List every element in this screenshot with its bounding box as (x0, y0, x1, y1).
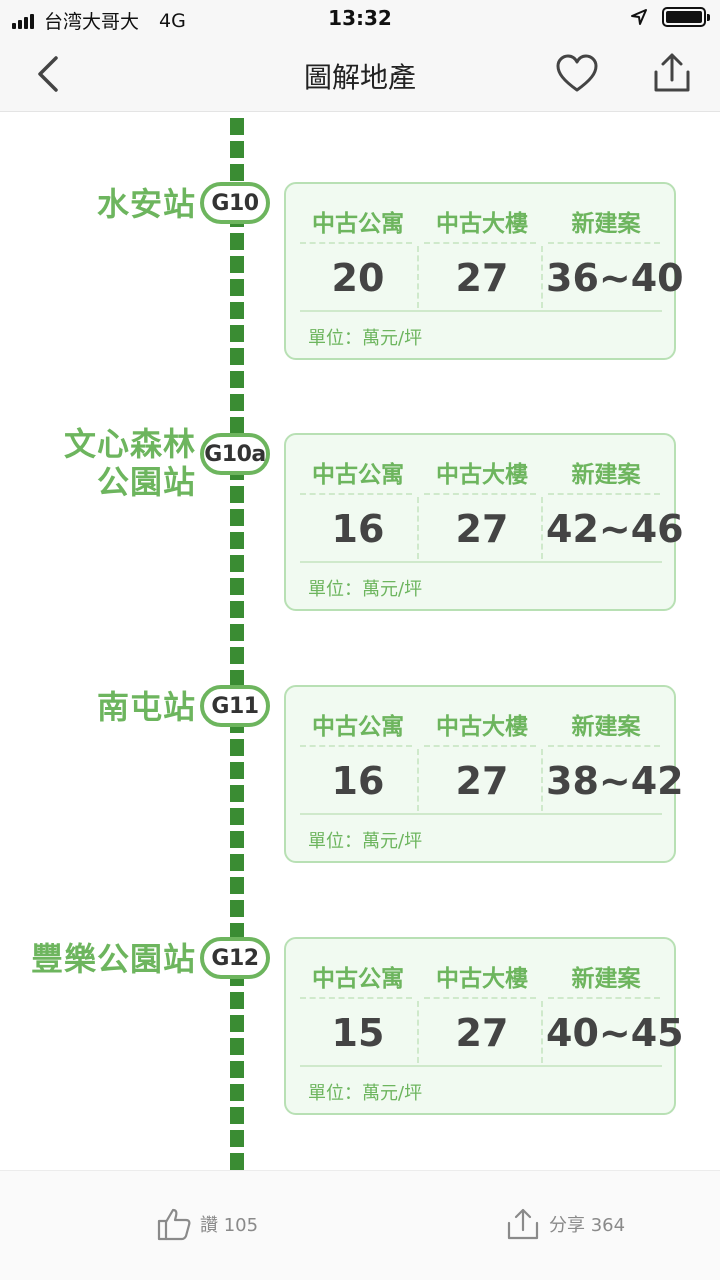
infographic: 水安站 G10 中古公寓 20 中古大樓 27 新建案 36~40 單位：萬元/… (0, 112, 720, 1170)
divider (548, 493, 660, 495)
divider (548, 997, 660, 999)
station-name: 文心森林 公園站 (63, 425, 196, 501)
station-block: 豐樂公園站 G12 中古公寓 15 中古大樓 27 新建案 40~45 單位：萬… (0, 937, 720, 1117)
price-value: 27 (455, 507, 509, 551)
network-label: 4G (159, 9, 186, 32)
station-name: 豐樂公園站 (30, 940, 196, 978)
divider (300, 1065, 662, 1067)
price-value: 27 (455, 256, 509, 300)
share-icon[interactable] (650, 50, 694, 96)
thumbs-up-icon (157, 1208, 191, 1241)
price-value: 36~40 (546, 256, 684, 300)
station-code-badge: G11 (200, 685, 270, 727)
divider (417, 749, 419, 811)
divider (417, 497, 419, 559)
divider (548, 242, 660, 244)
location-arrow-icon (631, 9, 647, 25)
share-count: 分享 364 (549, 1215, 626, 1236)
metro-line-track (230, 118, 244, 1170)
price-card: 中古公寓 20 中古大樓 27 新建案 36~40 單位：萬元/坪 (284, 182, 684, 360)
like-count: 讚 105 (200, 1215, 259, 1236)
like-button[interactable]: 讚 105 (156, 1207, 258, 1241)
divider (541, 749, 543, 811)
station-code-badge: G12 (200, 937, 270, 979)
status-bar: 台湾大哥大 4G 13:32 (0, 0, 720, 38)
divider (417, 246, 419, 308)
column-header: 中古公寓 (312, 211, 404, 237)
price-value: 15 (331, 1011, 385, 1055)
divider (548, 745, 660, 747)
divider (300, 813, 662, 815)
divider (541, 246, 543, 308)
price-value: 27 (455, 759, 509, 803)
station-name: 南屯站 (96, 688, 196, 726)
divider (424, 745, 536, 747)
price-value: 20 (331, 256, 385, 300)
status-right (630, 7, 710, 27)
column-header: 新建案 (571, 462, 641, 488)
signal-icon (12, 13, 34, 29)
station-block: 南屯站 G11 中古公寓 16 中古大樓 27 新建案 38~42 單位：萬元/… (0, 685, 720, 865)
price-card: 中古公寓 15 中古大樓 27 新建案 40~45 單位：萬元/坪 (284, 937, 684, 1115)
heart-icon[interactable] (555, 52, 599, 96)
station-block: 文心森林 公園站 G10a 中古公寓 16 中古大樓 27 新建案 42~46 … (0, 425, 720, 613)
divider (541, 497, 543, 559)
divider (300, 997, 412, 999)
price-value: 40~45 (546, 1011, 684, 1055)
price-card: 中古公寓 16 中古大樓 27 新建案 38~42 單位：萬元/坪 (284, 685, 684, 863)
battery-icon (662, 7, 710, 27)
column-header: 新建案 (571, 714, 641, 740)
unit-label: 單位：萬元/坪 (308, 1083, 423, 1104)
divider (300, 561, 662, 563)
column-header: 新建案 (571, 211, 641, 237)
unit-label: 單位：萬元/坪 (308, 831, 423, 852)
station-code-badge: G10 (200, 182, 270, 224)
station-block: 水安站 G10 中古公寓 20 中古大樓 27 新建案 36~40 單位：萬元/… (0, 182, 720, 362)
page-title: 圖解地產 (303, 61, 416, 94)
price-value: 42~46 (546, 507, 684, 551)
price-value: 27 (455, 1011, 509, 1055)
divider (300, 745, 412, 747)
column-header: 中古大樓 (436, 462, 528, 488)
station-code-badge: G10a (200, 433, 270, 475)
price-value: 38~42 (546, 759, 684, 803)
share-button[interactable]: 分享 364 (505, 1207, 625, 1241)
station-name: 水安站 (96, 185, 196, 223)
clock: 13:32 (328, 6, 392, 30)
share-icon (507, 1208, 539, 1240)
divider (541, 1001, 543, 1063)
chevron-left-icon[interactable] (30, 52, 70, 96)
column-header: 中古公寓 (312, 462, 404, 488)
column-header: 中古大樓 (436, 714, 528, 740)
column-header: 中古大樓 (436, 966, 528, 992)
column-header: 中古公寓 (312, 966, 404, 992)
divider (300, 242, 412, 244)
divider (424, 493, 536, 495)
divider (417, 1001, 419, 1063)
column-header: 中古公寓 (312, 714, 404, 740)
price-value: 16 (331, 759, 385, 803)
price-value: 16 (331, 507, 385, 551)
divider (300, 493, 412, 495)
unit-label: 單位：萬元/坪 (308, 328, 423, 349)
column-header: 中古大樓 (436, 211, 528, 237)
nav-bar: 圖解地產 (0, 38, 720, 112)
carrier-label: 台湾大哥大 (44, 11, 140, 33)
column-header: 新建案 (571, 966, 641, 992)
price-card: 中古公寓 16 中古大樓 27 新建案 42~46 單位：萬元/坪 (284, 433, 684, 611)
divider (300, 310, 662, 312)
divider (424, 242, 536, 244)
bottom-action-bar: 讚 105 分享 364 (0, 1170, 720, 1280)
unit-label: 單位：萬元/坪 (308, 579, 423, 600)
status-left: 台湾大哥大 4G (12, 7, 186, 34)
divider (424, 997, 536, 999)
